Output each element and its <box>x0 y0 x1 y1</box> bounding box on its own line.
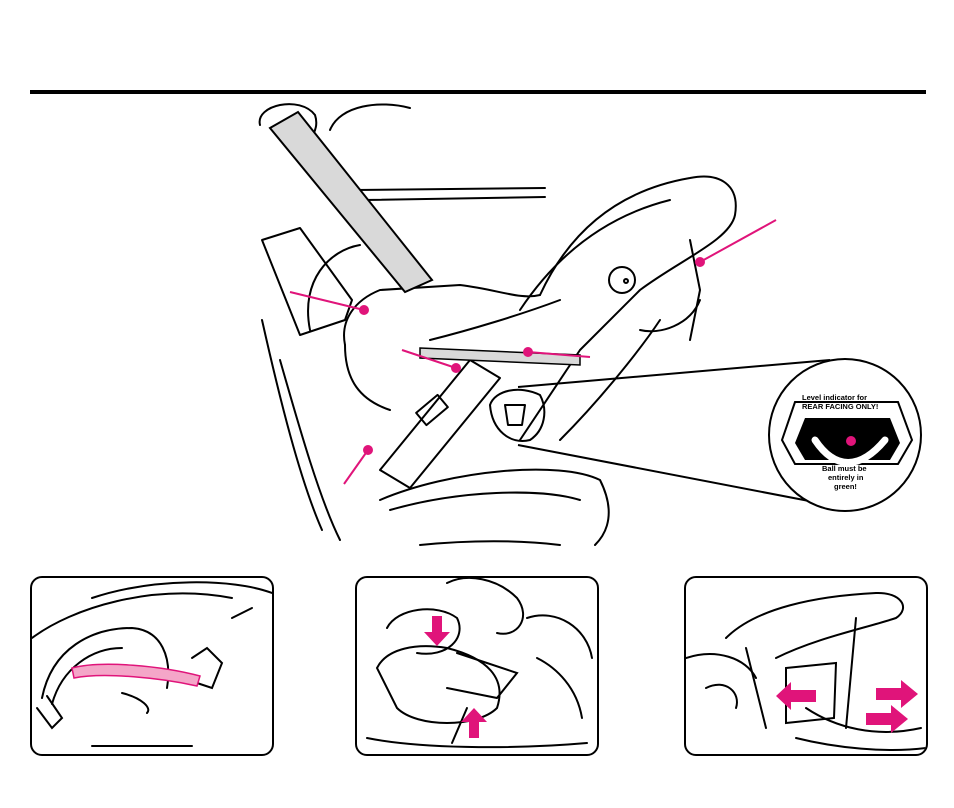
up-arrow-icon <box>461 708 487 738</box>
down-arrow-icon <box>424 616 450 646</box>
header-rule <box>30 90 926 94</box>
ball-instruction-text-1: Ball must be <box>822 464 867 473</box>
left-arrow-icon <box>776 682 816 710</box>
level-indicator-text-1: Level indicator for <box>802 393 867 402</box>
right-arrow-icon <box>876 680 918 708</box>
ball-instruction-text-3: green! <box>834 482 857 491</box>
pink-strap <box>71 663 201 687</box>
panel-child-buckle <box>355 576 599 756</box>
panel-base-adjust <box>684 576 928 756</box>
right-arrow-icon-2 <box>866 705 908 733</box>
panel-handle-strap <box>30 576 274 756</box>
level-indicator-text-2: REAR FACING ONLY! <box>802 402 878 411</box>
car-seat-illustration: Level indicator for REAR FACING ONLY! Ba… <box>258 103 922 546</box>
level-indicator-callout: Level indicator for REAR FACING ONLY! Ba… <box>768 358 922 512</box>
ball-instruction-text-2: entirely in <box>828 473 864 482</box>
